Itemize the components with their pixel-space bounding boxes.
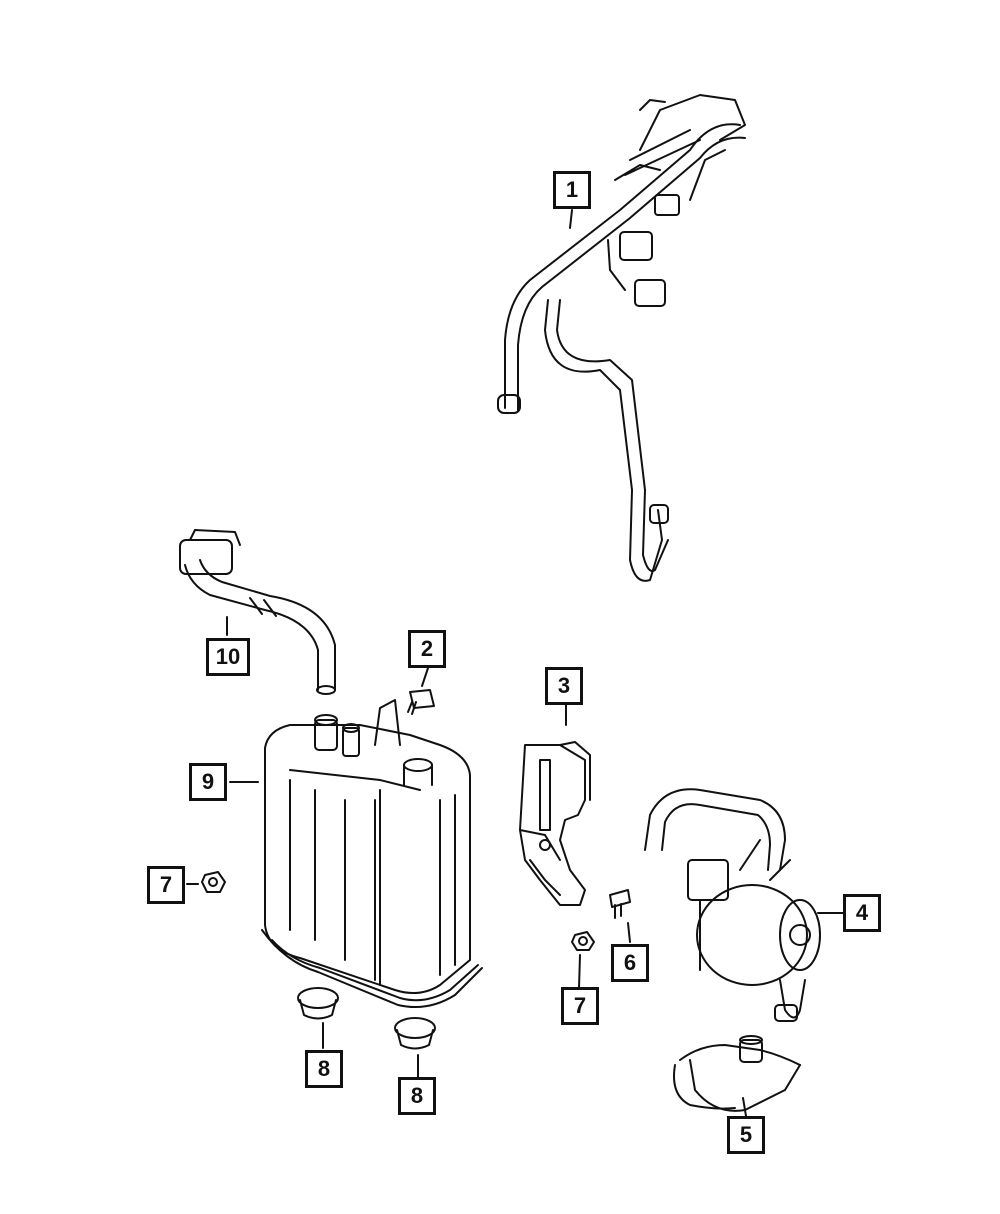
part-1-hose-harness <box>497 94 746 582</box>
part-9-canister <box>261 699 483 1008</box>
part-7-nut-left <box>201 871 226 893</box>
callout-6: 6 <box>611 944 649 982</box>
part-3-bracket <box>519 741 591 906</box>
part-5-filter <box>673 1035 801 1112</box>
callout-5: 5 <box>727 1116 765 1154</box>
part-8-grommet-right <box>394 1017 436 1050</box>
callout-4: 4 <box>843 894 881 932</box>
callout-10: 10 <box>206 638 250 676</box>
callout-1: 1 <box>553 171 591 209</box>
part-7-nut-right <box>571 931 595 951</box>
callout-7-left: 7 <box>147 866 185 904</box>
callout-8-left: 8 <box>305 1050 343 1088</box>
callout-3: 3 <box>545 667 583 705</box>
callout-9: 9 <box>189 763 227 801</box>
leader-lines <box>186 209 845 1117</box>
callout-7-right: 7 <box>561 987 599 1025</box>
part-10-hose <box>179 529 336 695</box>
part-6-pin <box>609 889 631 919</box>
part-4-purge-valve <box>644 788 821 1022</box>
part-8-grommet-left <box>297 987 339 1020</box>
part-2-fastener <box>407 689 435 715</box>
callout-8-right: 8 <box>398 1077 436 1115</box>
callout-2: 2 <box>408 630 446 668</box>
